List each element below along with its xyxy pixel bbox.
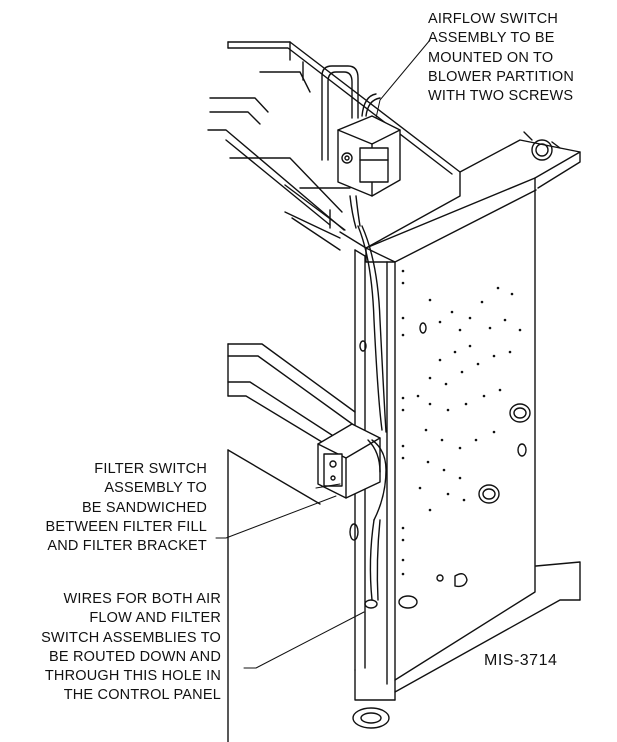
side-panel	[354, 139, 581, 685]
callout-line: SWITCH ASSEMBLIES TO	[41, 629, 221, 646]
callout-line: ASSEMBLY TO	[104, 480, 207, 497]
callout-line: BETWEEN FILTER FILL	[45, 518, 207, 535]
callout-line: FLOW AND FILTER	[89, 610, 221, 627]
callout-line: AND FILTER BRACKET	[47, 538, 207, 555]
leader-lines	[215, 39, 431, 669]
callout-line: MOUNTED ON TO	[428, 49, 554, 66]
wire-run	[357, 225, 387, 601]
rivet-dots	[401, 269, 522, 576]
airflow-switch-callout: AIRFLOW SWITCH ASSEMBLY TO BE MOUNTED ON…	[428, 10, 574, 106]
airflow-switch	[321, 65, 401, 229]
callout-line: WIRES FOR BOTH AIR	[63, 591, 221, 607]
filter-rail	[227, 343, 356, 742]
callout-line: BLOWER PARTITION	[428, 68, 575, 85]
callout-line: ASSEMBLY TO BE	[428, 30, 555, 47]
figure-id: MIS-3714	[484, 652, 558, 669]
filter-switch	[317, 423, 387, 521]
callout-line: WITH TWO SCREWS	[428, 88, 574, 105]
callout-line: THROUGH THIS HOLE IN	[44, 668, 221, 685]
callout-line: BE SANDWICHED	[81, 499, 207, 516]
callout-line: AIRFLOW SWITCH	[428, 11, 559, 27]
base	[352, 561, 581, 729]
top-right-cutout	[523, 131, 561, 161]
filter-switch-callout: FILTER SWITCH ASSEMBLY TO BE SANDWICHED …	[46, 460, 207, 556]
wire-routing-callout: WIRES FOR BOTH AIR FLOW AND FILTER SWITC…	[41, 590, 221, 706]
callout-line: FILTER SWITCH	[94, 461, 207, 477]
panel-knockouts	[349, 322, 531, 541]
callout-line: THE CONTROL PANEL	[63, 687, 221, 704]
callout-line: BE ROUTED DOWN AND	[49, 648, 221, 665]
top-frame	[207, 41, 461, 251]
